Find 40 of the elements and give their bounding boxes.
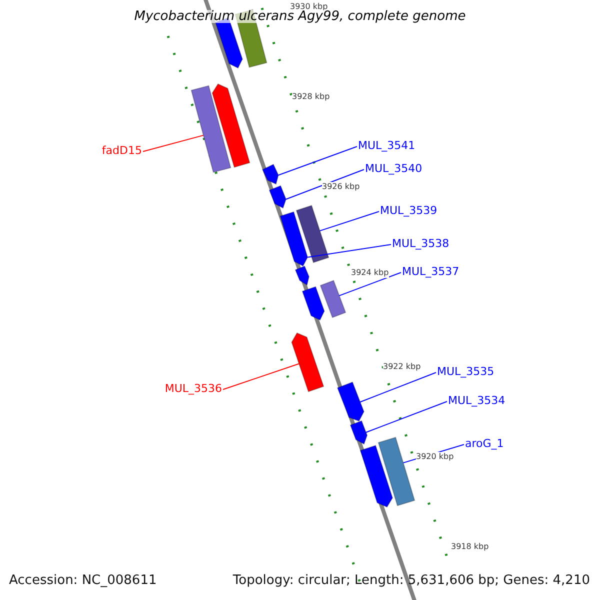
scale-label: 3918 kbp <box>451 542 489 552</box>
gene-feature <box>296 204 330 264</box>
gene-feature <box>294 265 310 286</box>
scale-label: 3922 kbp <box>383 362 421 372</box>
gene-label: MUL_3541 <box>358 139 416 152</box>
leader-line <box>222 363 300 390</box>
gene-feature <box>280 211 308 267</box>
scale-label: 3928 kbp <box>292 92 330 102</box>
gene-feature <box>360 444 394 508</box>
gene-label: MUL_3536 <box>164 382 222 395</box>
gene-feature <box>320 280 346 318</box>
leader-line <box>365 401 448 433</box>
gene-feature <box>378 436 416 506</box>
gene-feature <box>302 286 325 321</box>
scale-label: 3920 kbp <box>416 452 454 462</box>
gene-label: MUL_3538 <box>392 237 450 250</box>
leader-line <box>142 134 204 152</box>
scale-label: 3926 kbp <box>322 182 360 192</box>
gene-feature <box>190 85 232 173</box>
footer-text: Topology: circular; Length: 5,631,606 bp; Genes: 4,210 <box>232 574 590 587</box>
gene-label: MUL_3535 <box>437 365 494 378</box>
leader-line <box>338 272 402 296</box>
gene-label: MUL_3539 <box>380 204 438 217</box>
gene-label: MUL_3540 <box>365 162 422 175</box>
gene-feature <box>350 420 368 445</box>
gene-feature <box>262 164 279 185</box>
leader-line <box>319 211 380 232</box>
scale-label: 3924 kbp <box>351 268 389 278</box>
leader-line <box>360 372 436 402</box>
gene-label: MUL_3534 <box>448 394 506 407</box>
leader-line <box>307 244 392 258</box>
gene-feature <box>212 83 250 168</box>
gene-feature <box>291 332 324 392</box>
leader-line <box>278 146 358 176</box>
gene-feature <box>268 185 287 209</box>
footer-text: Accession: NC_008611 <box>9 574 157 587</box>
gene-label: aroG_1 <box>465 437 504 450</box>
leader-line <box>285 169 364 200</box>
gene-label: fadD15 <box>102 144 142 157</box>
gene-label: MUL_3537 <box>402 265 460 278</box>
